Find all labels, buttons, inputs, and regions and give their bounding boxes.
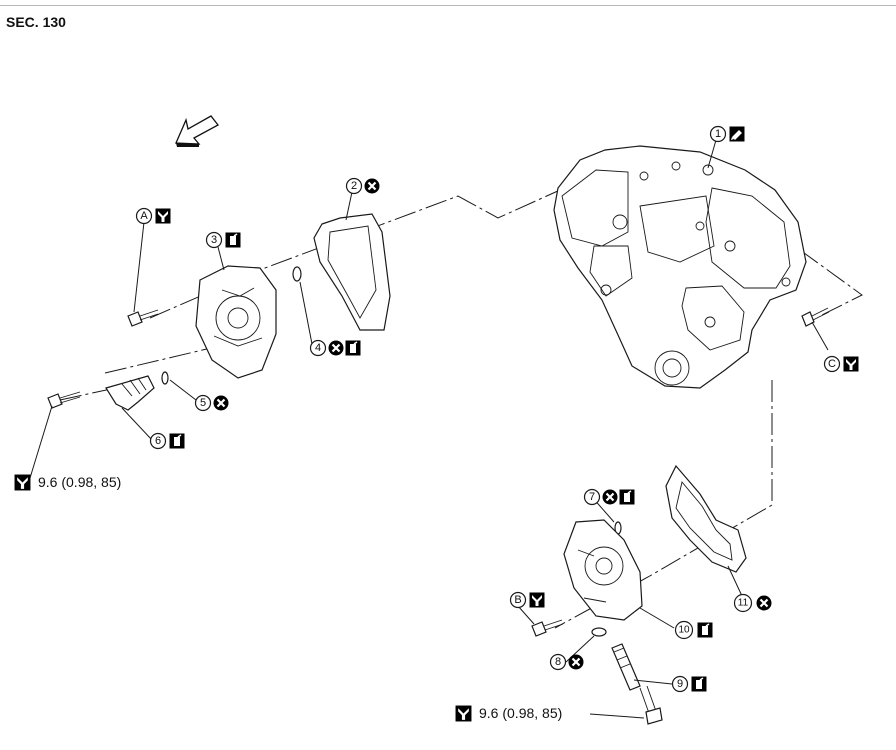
callout-10: 10 [674,620,713,640]
callout-number: 7 [589,491,595,503]
do-not-reuse-icon [756,595,772,611]
callout-5: 5 [194,394,229,412]
water-pump-assembly-lower [563,519,643,621]
leader-lines [29,139,829,719]
callout-number: 1 [715,128,721,140]
gasket-lower [665,464,747,573]
torque-wrench-icon [14,474,31,491]
callout-number: 4 [315,342,321,354]
torque-spec-text: 9.6 (0.98, 85) [38,474,121,490]
callout-letter: C [828,358,836,370]
front-timing-chain-case [553,145,807,389]
water-pipe-bracket [105,375,155,411]
callout-b: B [509,591,545,609]
bolt-left [47,391,81,409]
bolt-b [531,619,564,637]
callout-number: 5 [200,397,206,409]
section-label: SEC. 130 [6,14,66,30]
callout-number: 8 [555,656,561,668]
callout-2: 2 [345,177,380,195]
oil-icon [697,622,713,638]
do-not-reuse-icon [602,489,618,505]
do-not-reuse-icon [328,340,344,356]
callout-9: 9 [671,675,707,693]
bolt-a [127,309,159,327]
callout-letter: A [140,210,148,222]
callout-number: 11 [738,598,749,609]
callout-11: 11 [733,593,772,613]
oil-icon [691,676,707,692]
callout-letter: B [514,594,521,606]
do-not-reuse-icon [213,395,229,411]
torque-wrench-icon [529,592,545,608]
o-ring-bottom [591,627,607,637]
do-not-reuse-icon [568,654,584,670]
torque-spec-text: 9.6 (0.98, 85) [479,705,562,721]
o-ring-small [161,371,169,385]
oil-icon [225,232,241,248]
torque-spec-bottom: 9.6 (0.98, 85) [455,705,562,722]
front-direction-arrow-icon [175,115,219,147]
callout-8: 8 [549,653,584,671]
callout-6: 6 [149,432,185,450]
oil-icon [169,433,185,449]
callout-number: 2 [351,180,357,192]
bolt-c [801,307,830,327]
callout-number: 6 [155,435,161,447]
gasket-upper [313,213,391,331]
torque-wrench-icon [155,208,171,224]
callout-7: 7 [583,488,635,506]
sealant-icon [729,126,745,142]
callout-1: 1 [709,125,745,143]
water-pump-assembly-upper [195,265,277,379]
water-pipe [611,643,641,691]
o-ring [292,266,302,282]
callout-3: 3 [205,231,241,249]
oil-icon [345,340,361,356]
torque-spec-left: 9.6 (0.98, 85) [14,474,121,491]
callout-number: 3 [211,234,217,246]
callout-4: 4 [309,339,361,357]
do-not-reuse-icon [364,178,380,194]
callout-number: 9 [677,678,683,690]
top-rule [0,5,896,6]
torque-wrench-icon [843,356,859,372]
callout-c: C [823,355,859,373]
callout-a: A [135,207,171,225]
torque-wrench-icon [455,705,472,722]
bolt-bottom [639,685,663,725]
callout-number: 10 [678,625,690,636]
oil-icon [619,489,635,505]
